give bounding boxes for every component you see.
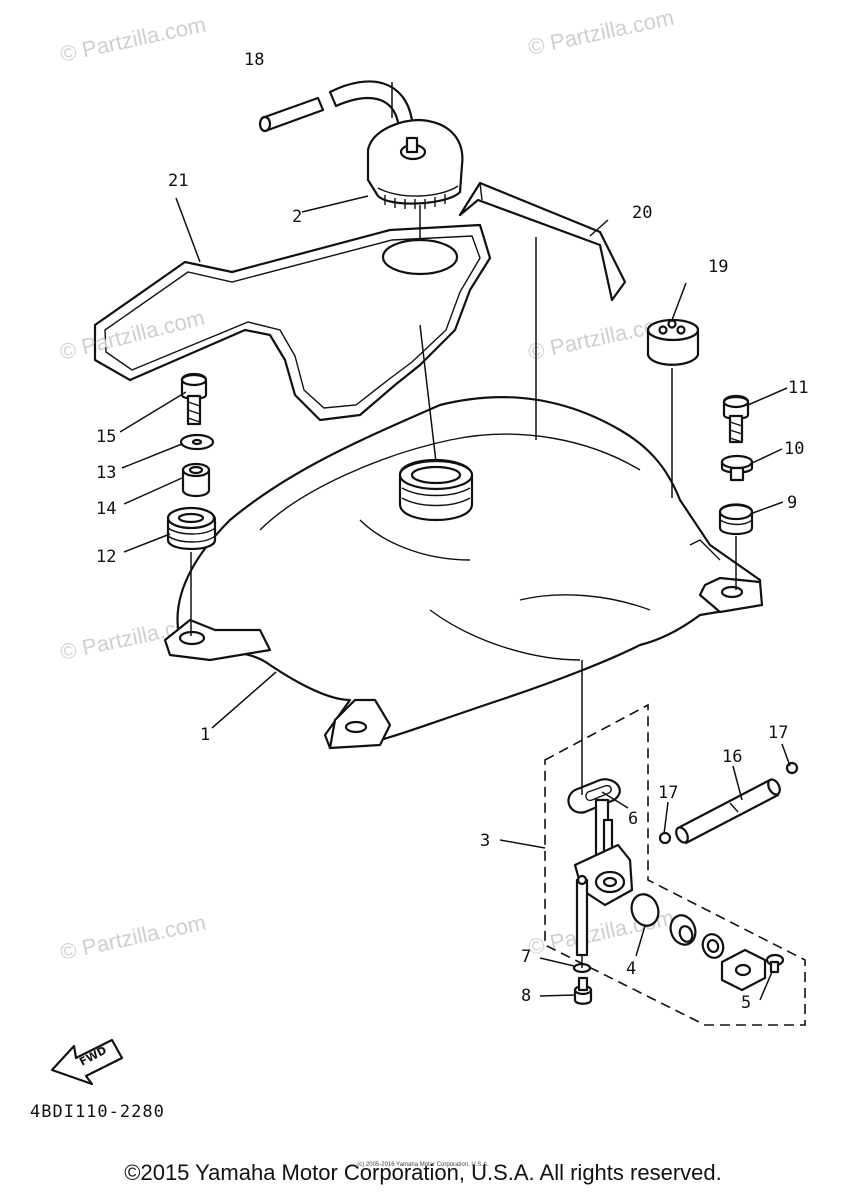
parts-diagram: © Partzilla.com © Partzilla.com © Partzi…: [50, 5, 808, 1086]
watermark: © Partzilla.com: [58, 12, 208, 67]
part-4-o-ring: [630, 893, 660, 927]
part-12-damper: [166, 506, 217, 550]
callout-2: 2: [292, 207, 302, 227]
part-19-damper: [646, 318, 700, 366]
callout-7: 7: [521, 947, 531, 967]
filler-neck: [398, 459, 474, 521]
callout-10: 10: [784, 439, 804, 459]
part-15-bolt: [180, 372, 208, 426]
callout-17a: 17: [768, 723, 788, 743]
leader-lines: [119, 82, 791, 1001]
callout-15: 15: [96, 427, 116, 447]
part-5-screw: [765, 953, 785, 974]
watermark: © Partzilla.com: [526, 5, 676, 60]
callout-4: 4: [626, 959, 636, 979]
callout-21: 21: [168, 171, 188, 191]
callout-18: 18: [244, 50, 264, 70]
callout-9: 9: [787, 493, 797, 513]
callout-1: 1: [200, 725, 210, 745]
part-21-shield: © Partzilla.com: [57, 223, 492, 422]
callout-14: 14: [96, 499, 116, 519]
callout-20: 20: [632, 203, 652, 223]
part-20-strap: [458, 181, 627, 302]
lever: [669, 914, 697, 946]
part-14-collar: [181, 462, 211, 498]
watermark: © Partzilla.com: [58, 910, 208, 965]
part-3-fuel-cock-assembly: [544, 703, 806, 1026]
callout-19: 19: [708, 257, 728, 277]
fuel-cock-body: [573, 798, 634, 957]
callout-13: 13: [96, 463, 116, 483]
part-16-fuel-hose: [675, 778, 781, 845]
part-6-gasket: [567, 778, 621, 814]
callout-6: 6: [628, 809, 638, 829]
copyright-notice: ©2015 Yamaha Motor Corporation, U.S.A. A…: [124, 1160, 722, 1185]
callout-3: 3: [480, 831, 490, 851]
seal: [701, 933, 725, 959]
part-10-collar: [720, 454, 754, 482]
callout-labels: 1 2 3 4 5 6 7 8 9 10 11 12 13 14 15 16 1…: [96, 50, 808, 1013]
callout-12: 12: [96, 547, 116, 567]
part-13-washer: [179, 433, 215, 451]
fwd-arrow-icon: FWD: [50, 1038, 124, 1086]
cover-plate: [720, 948, 767, 992]
part-17-clip: [658, 761, 799, 845]
part-11-bolt: [722, 394, 750, 444]
callout-16: 16: [722, 747, 742, 767]
callout-11: 11: [788, 378, 808, 398]
diagram-part-code: 4BDI110-2280: [30, 1102, 165, 1122]
part-1-fuel-tank: [163, 395, 764, 750]
part-9-damper: [718, 503, 754, 536]
part-8-drain-bolt: [573, 976, 593, 1005]
copyright-small-print: (c) 2005-2016 Yamaha Motor Corporation, …: [357, 1162, 489, 1168]
callout-17b: 17: [658, 783, 678, 803]
callout-5: 5: [741, 993, 751, 1013]
part-2-fuel-cap: [366, 118, 464, 209]
callout-8: 8: [521, 986, 531, 1006]
